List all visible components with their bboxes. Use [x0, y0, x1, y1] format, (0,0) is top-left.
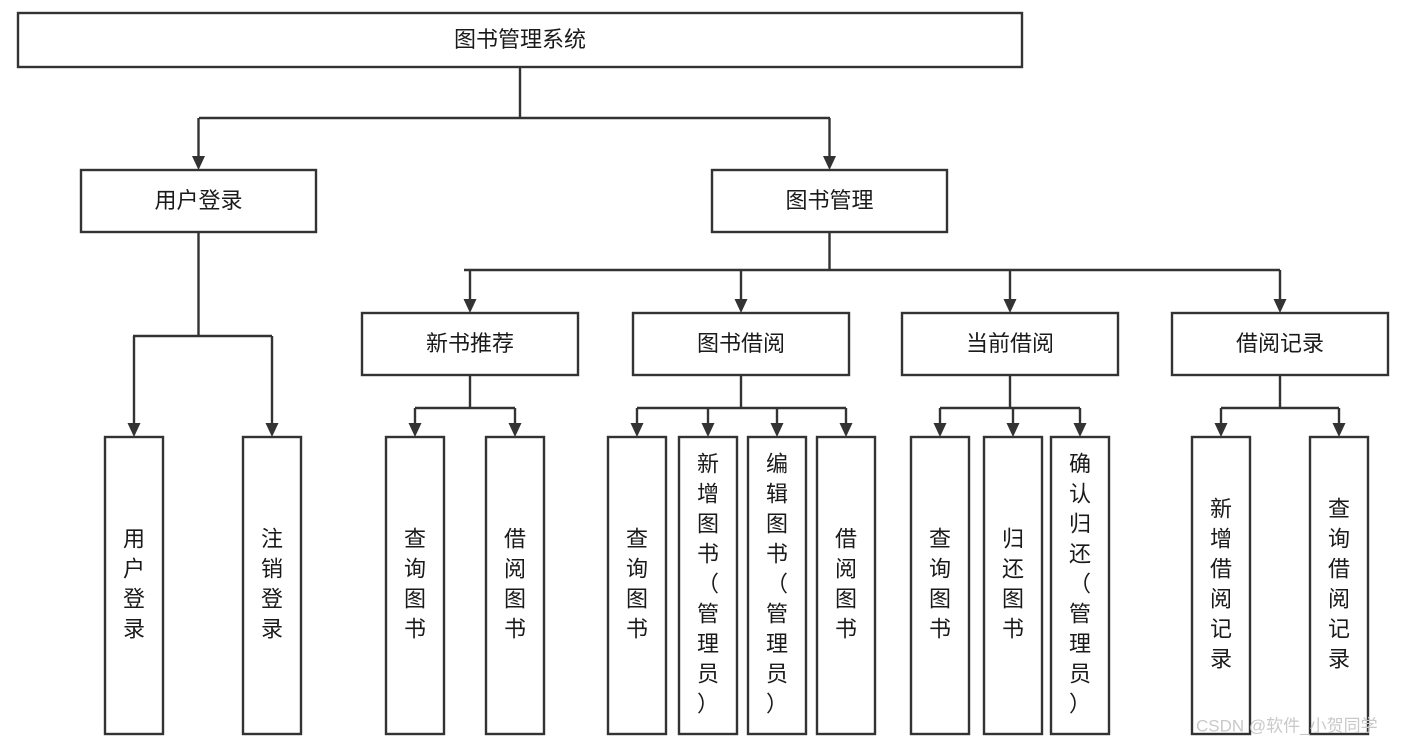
arrow-head-icon — [1214, 423, 1228, 437]
node-borrow-record[interactable]: 借阅记录 — [1170, 311, 1390, 377]
arrow-head-icon — [1003, 299, 1017, 313]
arrow-head-icon — [770, 423, 784, 437]
node-box-new-book-rec[interactable] — [360, 311, 580, 377]
arrow-head-icon — [1332, 423, 1346, 437]
node-label-leaf-query-book-borrow: 查询图书 — [626, 526, 648, 641]
node-leaf-query-record[interactable]: 查询借阅记录 — [1308, 435, 1370, 736]
node-leaf-logout[interactable]: 注销登录 — [241, 435, 303, 736]
node-box-leaf-borrow-book[interactable] — [815, 435, 877, 736]
node-new-book-rec[interactable]: 新书推荐 — [360, 311, 580, 377]
node-box-leaf-query-book-borrow[interactable] — [606, 435, 668, 736]
node-box-leaf-return-book[interactable] — [982, 435, 1044, 736]
arrow-head-icon — [1273, 299, 1287, 313]
arrow-head-icon — [192, 156, 205, 170]
node-box-root[interactable] — [16, 11, 1024, 69]
node-book-borrow[interactable]: 图书借阅 — [631, 311, 851, 377]
node-label-leaf-query-book-rec: 查询图书 — [404, 526, 426, 641]
node-label-leaf-confirm-return: 确认归还（管理员） — [1069, 451, 1091, 716]
node-leaf-query-book-cur[interactable]: 查询图书 — [909, 435, 971, 736]
node-label-borrow-record: 借阅记录 — [1236, 331, 1324, 356]
node-leaf-user-login[interactable]: 用户登录 — [103, 435, 165, 736]
arrow-head-icon — [630, 423, 644, 437]
node-label-leaf-borrow-book: 借阅图书 — [835, 526, 857, 641]
node-label-user-login: 用户登录 — [154, 188, 242, 213]
node-box-leaf-user-login[interactable] — [103, 435, 165, 736]
node-box-book-borrow[interactable] — [631, 311, 851, 377]
node-label-current-borrow: 当前借阅 — [966, 331, 1054, 356]
node-label-leaf-user-login: 用户登录 — [123, 526, 145, 641]
node-box-book-manage[interactable] — [710, 168, 949, 234]
node-label-root: 图书管理系统 — [454, 27, 586, 52]
node-box-leaf-confirm-return[interactable] — [1049, 435, 1111, 736]
arrow-head-icon — [839, 423, 853, 437]
arrow-head-icon — [408, 423, 422, 437]
node-label-leaf-logout: 注销登录 — [261, 526, 283, 641]
arrow-head-icon — [508, 423, 522, 437]
node-layer: 图书管理系统用户登录图书管理新书推荐图书借阅当前借阅借阅记录用户登录注销登录查询… — [16, 11, 1390, 736]
arrow-head-icon — [265, 423, 279, 437]
node-label-book-borrow: 图书借阅 — [697, 331, 785, 356]
node-box-leaf-add-book[interactable] — [677, 435, 739, 736]
node-box-leaf-borrow-book-rec[interactable] — [484, 435, 546, 736]
node-box-leaf-logout[interactable] — [241, 435, 303, 736]
node-user-login[interactable]: 用户登录 — [79, 168, 318, 234]
node-label-leaf-query-book-cur: 查询图书 — [929, 526, 951, 641]
connector-layer — [127, 67, 1346, 437]
arrow-head-icon — [933, 423, 947, 437]
arrow-head-icon — [734, 299, 748, 313]
node-leaf-confirm-return[interactable]: 确认归还（管理员） — [1049, 435, 1111, 736]
arrow-head-icon — [463, 299, 477, 313]
arrow-head-icon — [701, 423, 715, 437]
arrow-head-icon — [1006, 423, 1020, 437]
node-leaf-add-record[interactable]: 新增借阅记录 — [1190, 435, 1252, 736]
node-label-leaf-add-record: 新增借阅记录 — [1210, 496, 1232, 671]
node-leaf-query-book-borrow[interactable]: 查询图书 — [606, 435, 668, 736]
node-book-manage[interactable]: 图书管理 — [710, 168, 949, 234]
node-leaf-return-book[interactable]: 归还图书 — [982, 435, 1044, 736]
csdn-watermark: CSDN @软件_小贺同学 — [1196, 716, 1378, 735]
node-leaf-add-book[interactable]: 新增图书（管理员） — [677, 435, 739, 736]
node-leaf-borrow-book-rec[interactable]: 借阅图书 — [484, 435, 546, 736]
watermark-layer: CSDN @软件_小贺同学 — [1196, 716, 1378, 735]
node-box-leaf-edit-book[interactable] — [746, 435, 808, 736]
node-box-leaf-add-record[interactable] — [1190, 435, 1252, 736]
node-leaf-borrow-book[interactable]: 借阅图书 — [815, 435, 877, 736]
arrow-head-icon — [1073, 423, 1087, 437]
node-label-new-book-rec: 新书推荐 — [426, 331, 514, 356]
arrow-head-icon — [823, 156, 836, 170]
node-box-borrow-record[interactable] — [1170, 311, 1390, 377]
node-box-leaf-query-book-rec[interactable] — [384, 435, 446, 736]
arrow-head-icon — [127, 423, 141, 437]
node-box-leaf-query-record[interactable] — [1308, 435, 1370, 736]
node-root[interactable]: 图书管理系统 — [16, 11, 1024, 69]
node-label-leaf-edit-book: 编辑图书（管理员） — [766, 451, 788, 716]
node-label-book-manage: 图书管理 — [785, 188, 873, 213]
node-box-current-borrow[interactable] — [900, 311, 1120, 377]
node-label-leaf-return-book: 归还图书 — [1002, 526, 1024, 641]
node-leaf-edit-book[interactable]: 编辑图书（管理员） — [746, 435, 808, 736]
node-label-leaf-query-record: 查询借阅记录 — [1328, 496, 1350, 671]
node-leaf-query-book-rec[interactable]: 查询图书 — [384, 435, 446, 736]
node-label-leaf-borrow-book-rec: 借阅图书 — [504, 526, 526, 641]
node-label-leaf-add-book: 新增图书（管理员） — [697, 451, 719, 716]
node-box-leaf-query-book-cur[interactable] — [909, 435, 971, 736]
node-box-user-login[interactable] — [79, 168, 318, 234]
node-current-borrow[interactable]: 当前借阅 — [900, 311, 1120, 377]
